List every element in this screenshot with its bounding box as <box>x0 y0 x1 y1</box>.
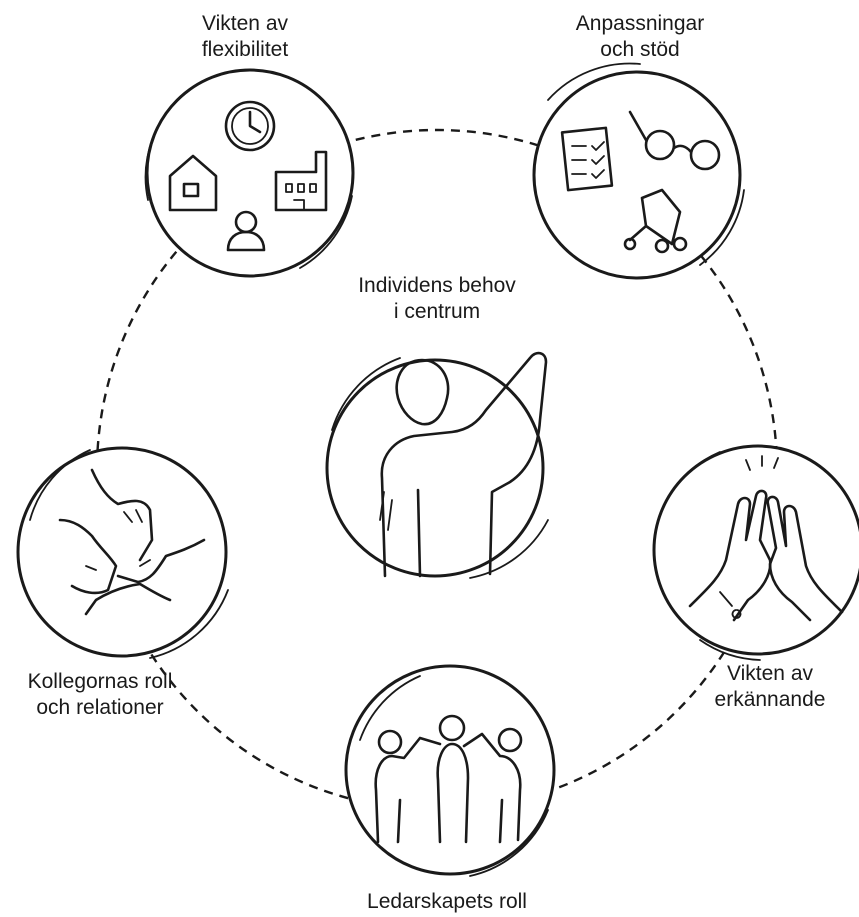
node-flexibility-label-line1: Vikten av <box>202 12 288 35</box>
center-label-line2: i centrum <box>394 300 480 323</box>
person-raising-hand-icon <box>379 351 548 578</box>
sketch-stroke <box>331 357 401 431</box>
home-clock-office-icon <box>168 100 328 252</box>
sketch-stroke <box>299 195 353 269</box>
node-recognition-label-line2: erkännande <box>715 688 826 711</box>
sketch-stroke <box>699 189 745 266</box>
sketch-stroke <box>547 62 641 101</box>
node-recognition-label-line1: Vikten av <box>727 662 813 685</box>
node-adjustments-ring <box>532 70 742 280</box>
sketch-stroke <box>665 451 721 503</box>
sketch-stroke <box>29 449 91 521</box>
checklist-glasses-walker-icon <box>560 110 721 254</box>
sketch-stroke <box>469 519 549 579</box>
node-recognition: Vikten av erkännande <box>652 444 859 711</box>
center-label-line1: Individens behov <box>358 274 516 297</box>
node-recognition-ring <box>652 444 859 656</box>
node-leadership: Ledarskapets roll <box>344 664 556 913</box>
sketch-stroke <box>359 675 421 741</box>
node-leadership-label-line1: Ledarskapets roll <box>367 890 527 913</box>
sketch-stroke <box>469 809 549 877</box>
node-flexibility: Vikten av flexibilitet <box>144 12 355 278</box>
node-colleagues-label-line1: Kollegornas roll <box>28 670 173 693</box>
center-node: Individens behov i centrum <box>325 274 549 579</box>
node-flexibility-ring <box>145 68 355 278</box>
sketch-stroke <box>149 589 229 659</box>
node-colleagues: Kollegornas roll och relationer <box>16 446 229 719</box>
node-adjustments: Anpassningar och stöd <box>532 12 745 280</box>
node-flexibility-label-line2: flexibilitet <box>202 38 289 61</box>
node-colleagues-label-line2: och relationer <box>36 696 163 719</box>
sketch-stroke <box>699 639 761 661</box>
stacked-hands-icon <box>58 468 206 616</box>
node-adjustments-label-line1: Anpassningar <box>576 12 704 35</box>
node-adjustments-label-line2: och stöd <box>600 38 679 61</box>
high-five-icon <box>688 455 844 622</box>
sketch-stroke <box>144 89 191 201</box>
node-colleagues-ring <box>16 446 228 658</box>
group-holding-hands-icon <box>374 714 523 844</box>
center-node-ring <box>325 358 545 578</box>
